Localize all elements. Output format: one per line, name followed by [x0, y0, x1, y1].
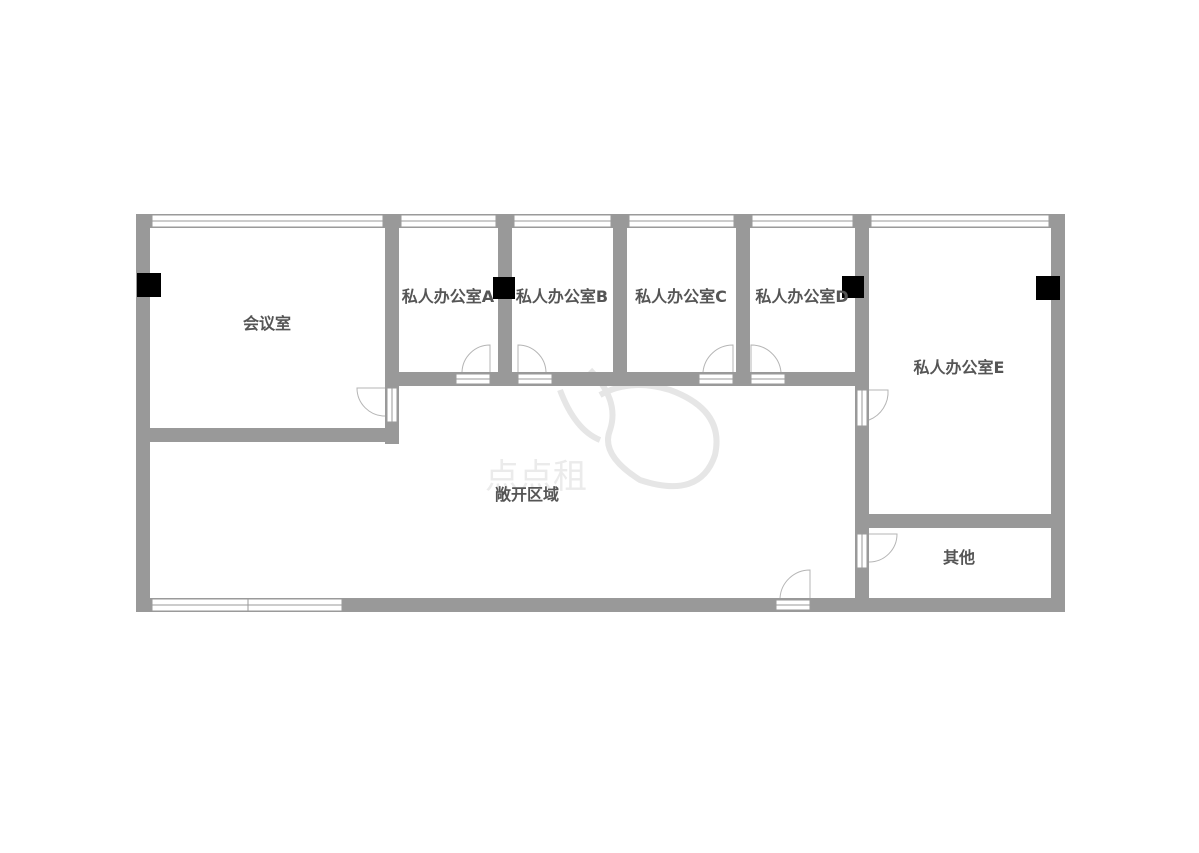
window-office-d	[751, 214, 854, 228]
wall-outer-bottom	[136, 598, 1065, 612]
door-entrance	[775, 569, 811, 611]
room-label-office-e: 私人办公室E	[914, 358, 1005, 377]
pillar	[1036, 276, 1060, 300]
walls	[136, 214, 1065, 612]
pillar	[842, 276, 864, 298]
door-office-a	[455, 344, 491, 385]
wall-office-e-bottom	[855, 514, 1065, 528]
window-office-e	[870, 214, 1050, 228]
window-open-area-bottom	[151, 598, 343, 612]
pillar	[493, 277, 515, 299]
pillars	[137, 273, 1060, 300]
door-office-c	[698, 344, 734, 385]
wall-meeting-right	[385, 214, 399, 444]
wall-outer-right	[1051, 214, 1065, 612]
room-label-meeting: 会议室	[243, 314, 291, 333]
window-office-b	[513, 214, 612, 228]
room-label-office-a: 私人办公室A	[402, 287, 495, 306]
room-labels: 会议室 私人办公室A 私人办公室B 私人办公室C 私人办公室D 私人办公室E 敞…	[243, 287, 1004, 567]
pillar	[137, 273, 161, 297]
wall-office-ab	[498, 214, 512, 386]
room-label-other: 其他	[943, 548, 975, 567]
room-label-office-c: 私人办公室C	[635, 287, 727, 306]
door-office-e	[856, 389, 889, 427]
wall-outer-left	[136, 214, 150, 612]
wall-office-bc	[613, 214, 627, 386]
door-office-d	[750, 344, 786, 385]
watermark-text: 点点租	[485, 457, 587, 497]
watermark-logo-icon	[557, 367, 720, 490]
door-office-b	[517, 344, 553, 385]
room-label-office-b: 私人办公室B	[516, 287, 608, 306]
window-office-a	[400, 214, 497, 228]
window-office-c	[628, 214, 735, 228]
room-label-office-d: 私人办公室D	[755, 287, 848, 306]
wall-office-cd	[736, 214, 750, 386]
watermark: 点点租	[485, 367, 720, 497]
window-meeting	[151, 214, 384, 228]
door-other-room	[856, 533, 898, 569]
door-meeting-room	[356, 387, 398, 423]
doors	[356, 344, 898, 611]
windows	[151, 214, 1050, 612]
wall-offices-bottom	[385, 372, 869, 386]
room-label-open-area: 敞开区域	[495, 485, 559, 504]
wall-meeting-bottom	[136, 428, 399, 442]
